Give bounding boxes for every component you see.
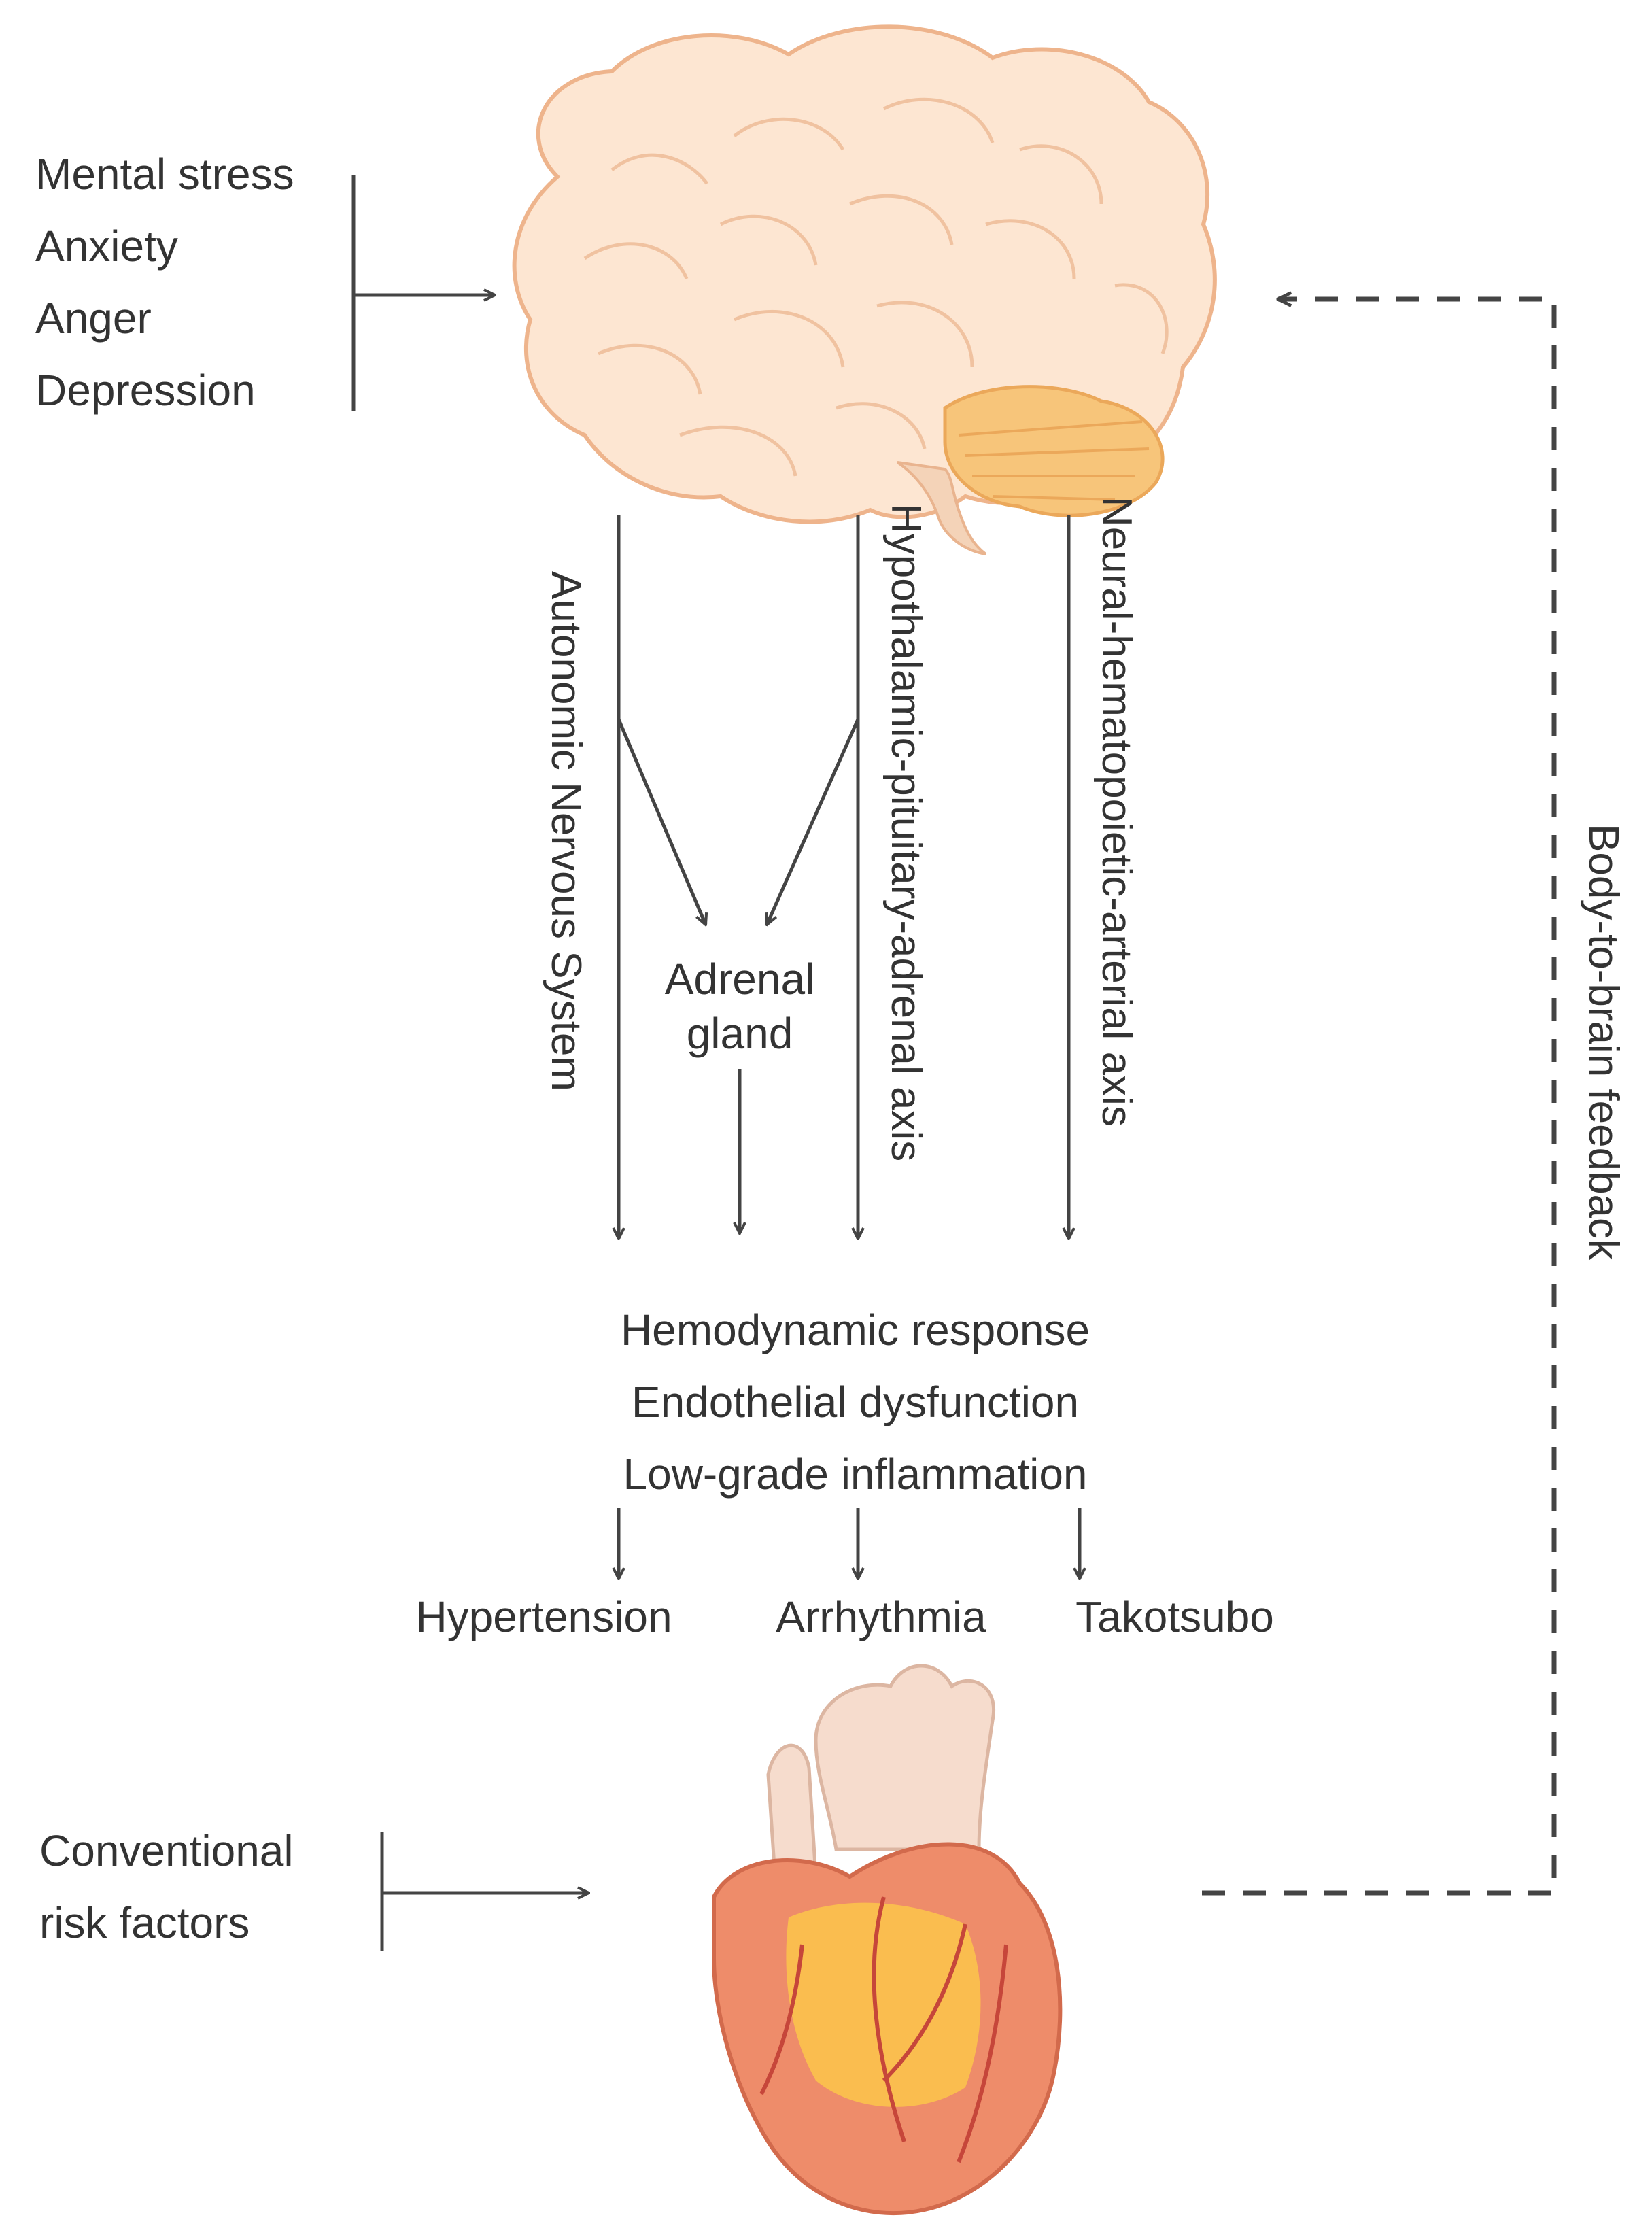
feedback-label: Body-to-brain feedback	[1580, 824, 1627, 1261]
outcome-arrhythmia: Arrhythmia	[776, 1592, 986, 1641]
stressor-depression: Depression	[35, 366, 256, 415]
effect-inflammation: Low-grade inflammation	[623, 1450, 1088, 1499]
hpa-label: Hypothalamic-pituitary-adrenal axis	[882, 503, 929, 1161]
outcome-takotsubo: Takotsubo	[1075, 1592, 1274, 1641]
risk-factors-line1: Conventional	[39, 1826, 294, 1875]
effect-hemodynamic: Hemodynamic response	[621, 1305, 1090, 1354]
pathway-arrows	[619, 515, 1069, 1239]
heart-illustration	[712, 1664, 1063, 2216]
hpa-to-adrenal-arrow	[767, 718, 860, 925]
stressors-group: Mental stress Anxiety Anger Depression	[35, 150, 495, 415]
stressor-anger: Anger	[35, 294, 152, 343]
outcome-hypertension: Hypertension	[415, 1592, 672, 1641]
autonomic-to-adrenal-arrow	[617, 719, 706, 925]
stressor-anxiety: Anxiety	[35, 222, 178, 271]
neural-label: Neural-hematopoietic-arterial axis	[1093, 496, 1140, 1127]
feedback-dashed-arrow	[1202, 299, 1557, 1896]
risk-factors-line2: risk factors	[39, 1898, 249, 1947]
adrenal-label-line1: Adrenal	[665, 955, 815, 1004]
autonomic-label: Autonomic Nervous System	[543, 571, 589, 1091]
adrenal-label-line2: gland	[687, 1009, 793, 1058]
brain-illustration	[512, 24, 1217, 555]
stressor-mental-stress: Mental stress	[35, 150, 294, 199]
risk-factors-group: Conventional risk factors	[39, 1826, 589, 1951]
feedback-loop: Body-to-brain feedback	[1202, 299, 1627, 1896]
effect-endothelial: Endothelial dysfunction	[632, 1378, 1079, 1426]
